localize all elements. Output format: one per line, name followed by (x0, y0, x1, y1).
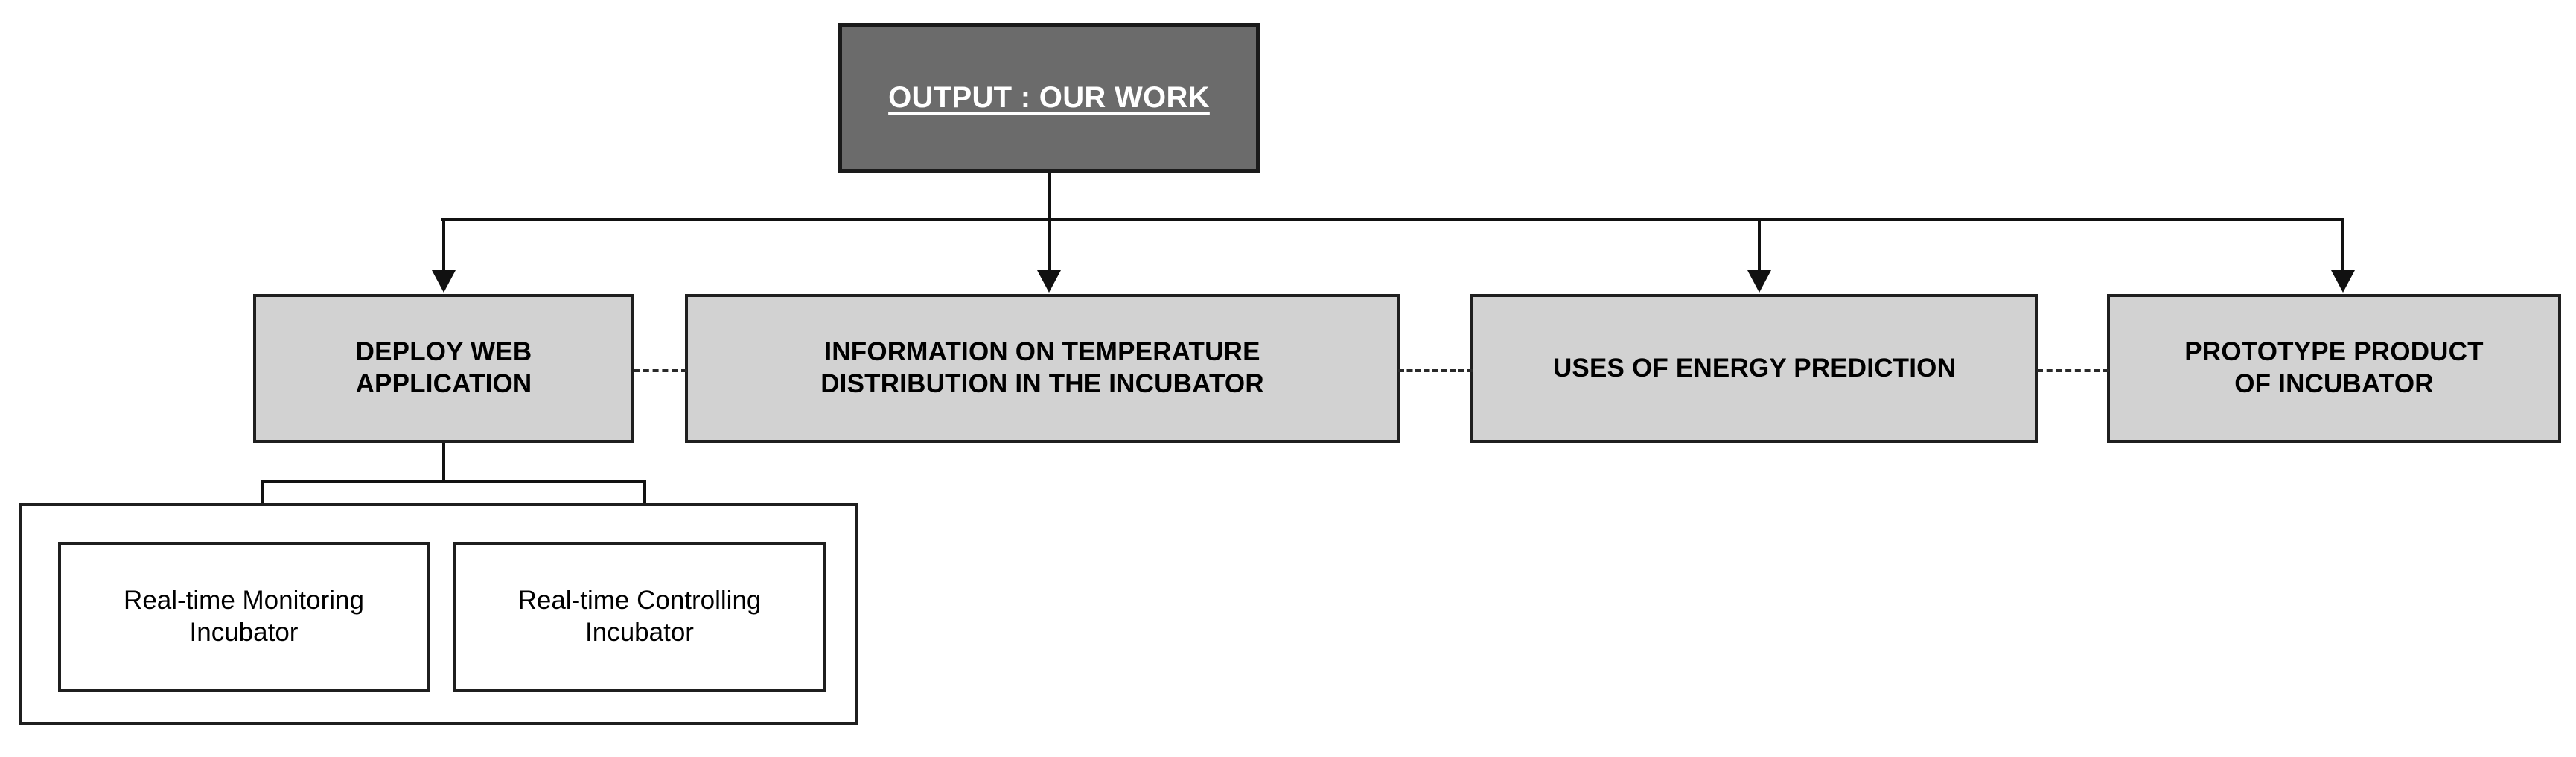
node-prototype-product-of-incubator[interactable]: PROTOTYPE PRODUCT OF INCUBATOR (2107, 294, 2561, 443)
node-temp-info-label: INFORMATION ON TEMPERATURE DISTRIBUTION … (820, 336, 1264, 400)
node-real-time-controlling-incubator[interactable]: Real-time Controlling Incubator (453, 542, 826, 692)
connector-level3-bus (261, 480, 646, 483)
node-real-time-monitoring-incubator[interactable]: Real-time Monitoring Incubator (58, 542, 430, 692)
dashed-connector-temp-to-energy (1398, 369, 1473, 372)
connector-drop-temp-info (1048, 218, 1051, 272)
arrowhead-deploy-web (432, 270, 456, 293)
node-monitoring-line1: Real-time Monitoring (124, 586, 364, 616)
node-prototype-line2: OF INCUBATOR (2234, 369, 2434, 398)
connector-drop-energy-pred (1758, 218, 1761, 272)
connector-deploy-web-stem (442, 443, 445, 482)
arrowhead-temp-info (1037, 270, 1061, 293)
arrowhead-energy-pred (1747, 270, 1771, 293)
node-deploy-web-application[interactable]: DEPLOY WEB APPLICATION (253, 294, 634, 443)
connector-root-stem (1048, 173, 1051, 220)
node-monitoring-line2: Incubator (189, 618, 299, 647)
connector-drop-deploy-web (442, 218, 445, 272)
node-energy-pred-label: USES OF ENERGY PREDICTION (1552, 353, 1957, 383)
node-prototype-label: PROTOTYPE PRODUCT OF INCUBATOR (2184, 336, 2483, 400)
node-temp-info-line2: DISTRIBUTION IN THE INCUBATOR (820, 369, 1264, 398)
node-controlling-label: Real-time Controlling Incubator (518, 585, 762, 648)
node-controlling-line2: Incubator (585, 618, 694, 647)
node-prototype-line1: PROTOTYPE PRODUCT (2184, 337, 2484, 367)
connector-level2-bus (441, 218, 2344, 221)
dashed-connector-energy-to-prototype (2037, 369, 2109, 372)
node-deploy-web-line1: DEPLOY WEB (355, 337, 532, 367)
dashed-connector-deploy-to-temp (634, 369, 687, 372)
node-information-temperature-distribution[interactable]: INFORMATION ON TEMPERATURE DISTRIBUTION … (685, 294, 1400, 443)
node-deploy-web-line2: APPLICATION (355, 369, 532, 398)
node-uses-of-energy-prediction[interactable]: USES OF ENERGY PREDICTION (1470, 294, 2038, 443)
connector-drop-prototype (2341, 218, 2344, 272)
node-temp-info-line1: INFORMATION ON TEMPERATURE (824, 337, 1260, 367)
node-controlling-line1: Real-time Controlling (517, 586, 762, 616)
node-deploy-web-application-label: DEPLOY WEB APPLICATION (356, 336, 532, 400)
arrowhead-prototype (2331, 270, 2355, 293)
node-output-our-work-label: OUTPUT : OUR WORK (888, 81, 1210, 115)
node-output-our-work[interactable]: OUTPUT : OUR WORK (838, 23, 1260, 173)
node-monitoring-label: Real-time Monitoring Incubator (124, 585, 364, 648)
